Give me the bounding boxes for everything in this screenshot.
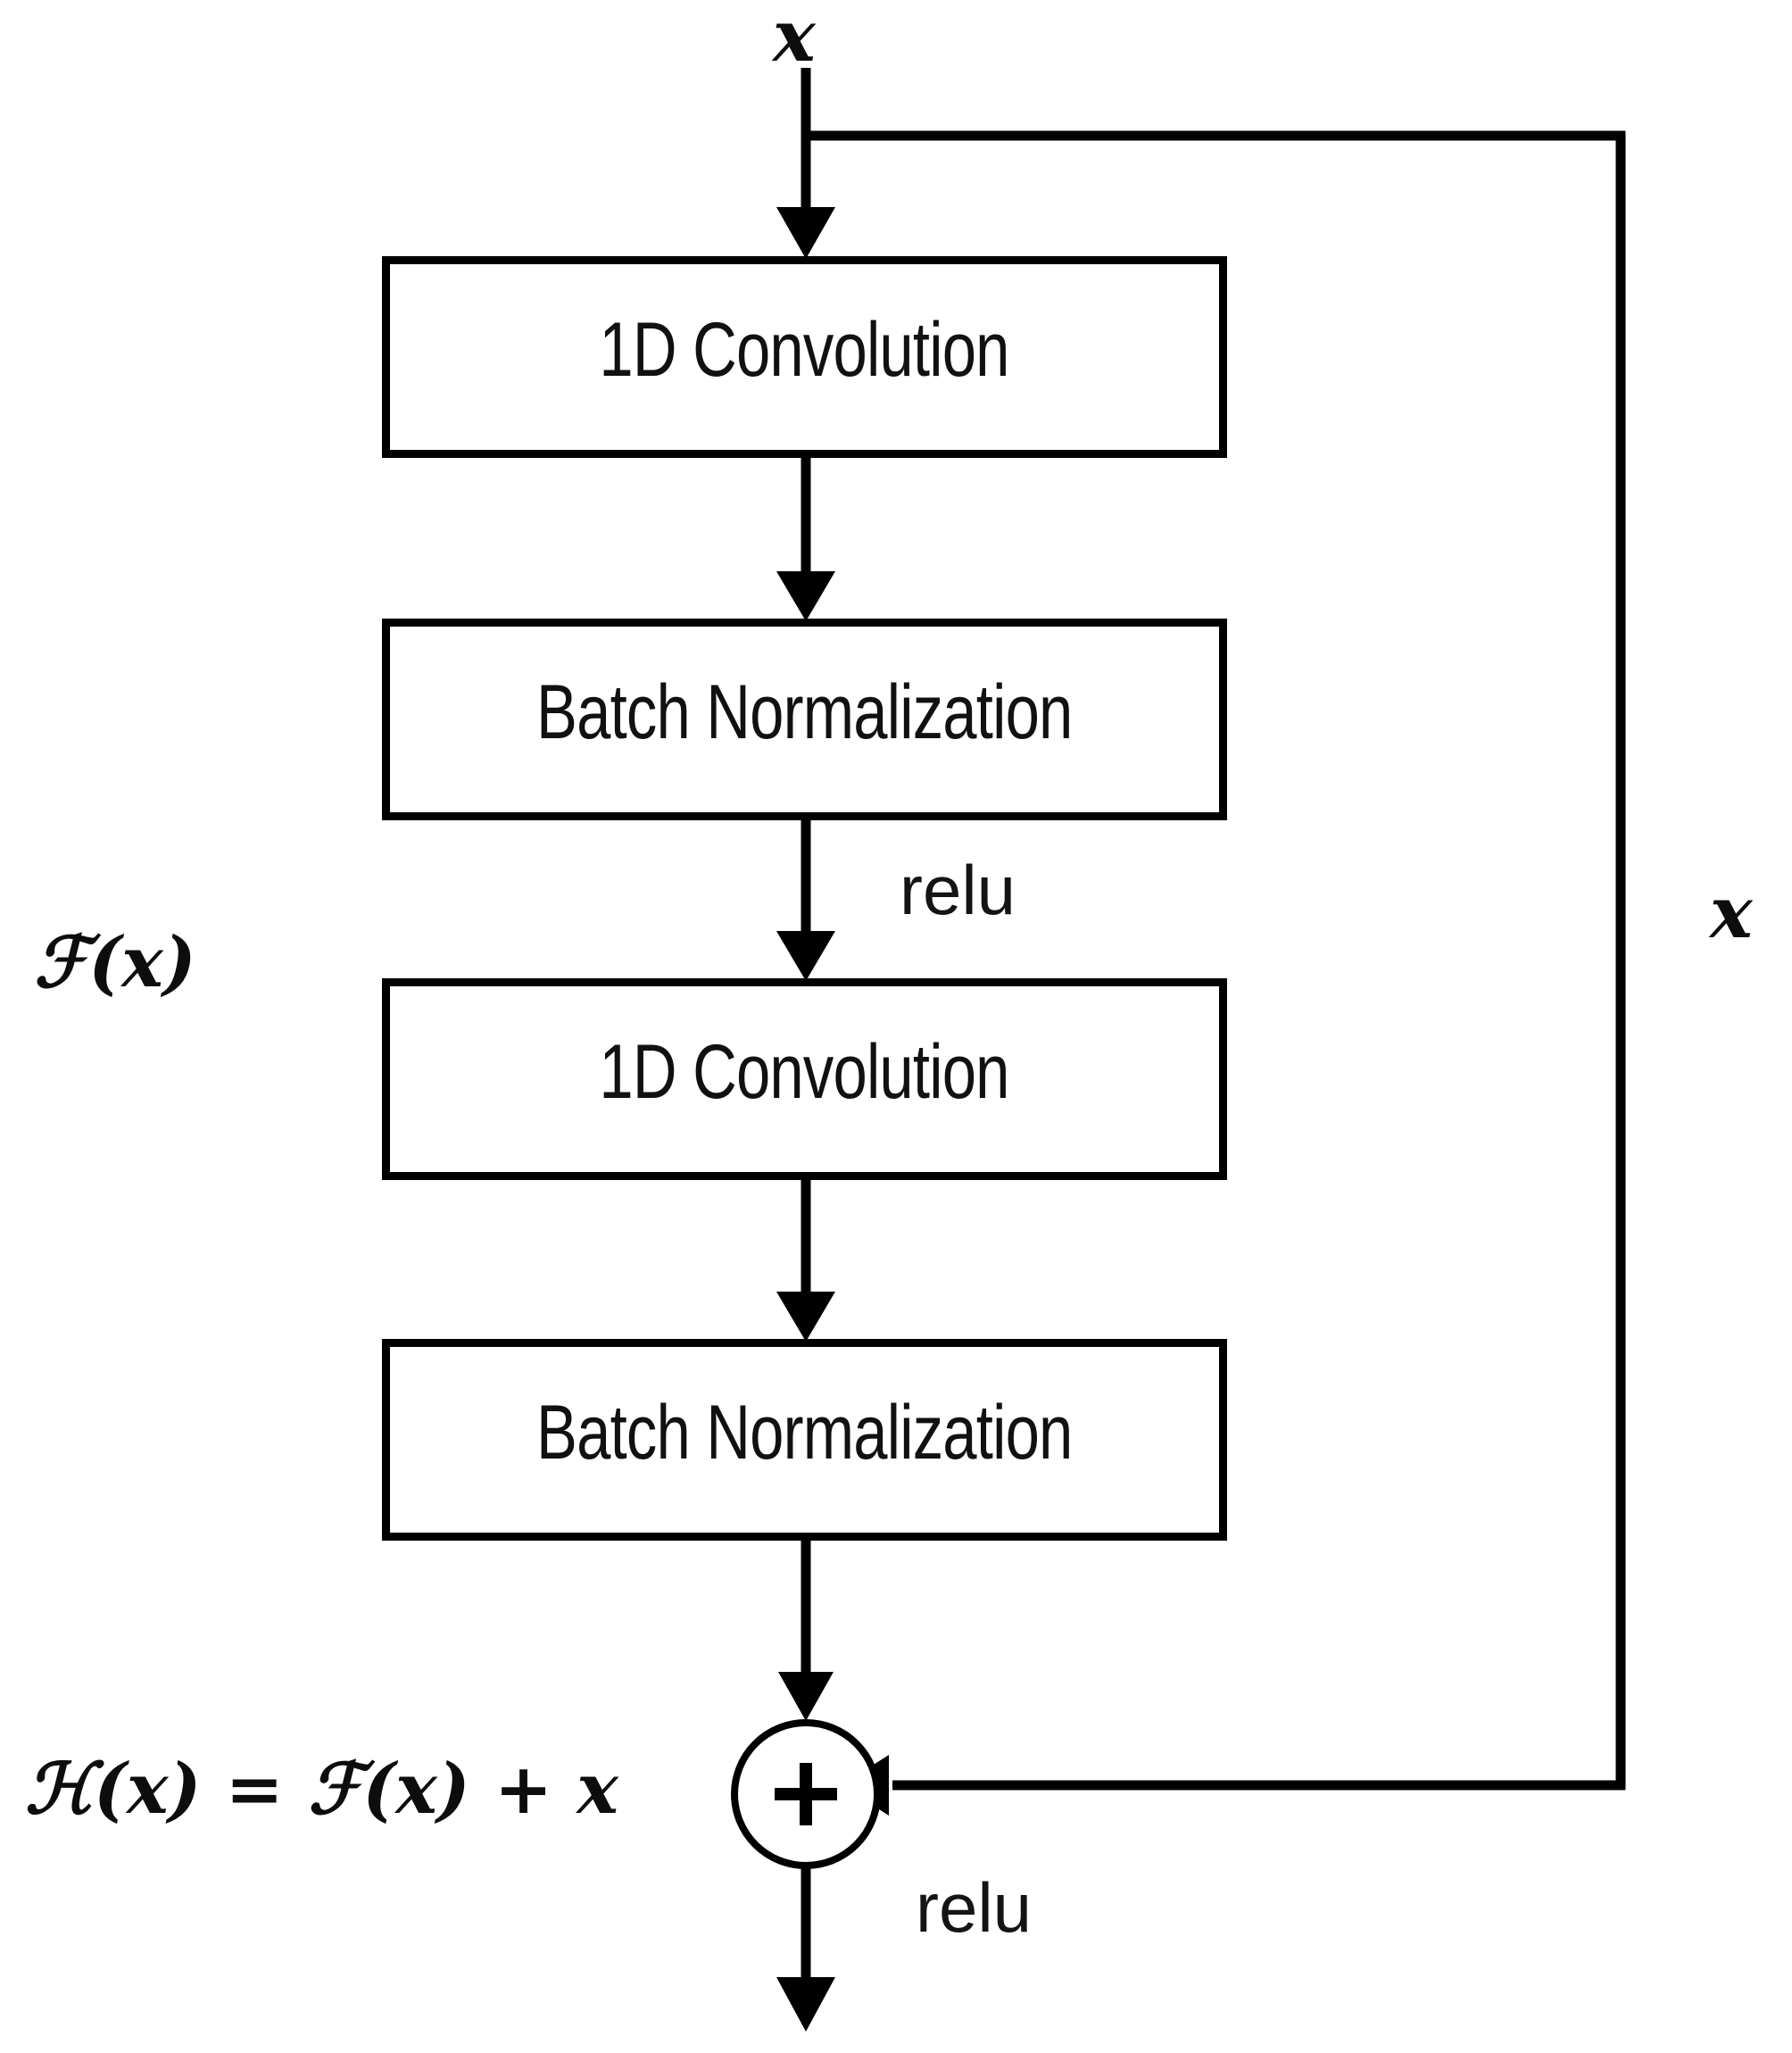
block-batchnorm2-label: Batch Normalization xyxy=(536,1390,1073,1475)
block-conv2[interactable]: 1D Convolution xyxy=(382,978,1227,1180)
block-conv1-label: 1D Convolution xyxy=(599,307,1010,393)
block-conv2-label: 1D Convolution xyxy=(599,1029,1010,1115)
connector-input-to-conv1 xyxy=(776,68,835,259)
input-variable-label: x xyxy=(773,0,816,78)
block-batchnorm1-label: Batch Normalization xyxy=(536,669,1073,755)
connector-skip-branch xyxy=(806,130,1626,1816)
addition-node xyxy=(731,1719,881,1869)
skip-connection-label: x xyxy=(1710,870,1753,954)
relu-label-bottom: relu xyxy=(916,1868,1033,1947)
connector-conv2-to-bn2 xyxy=(776,1180,835,1342)
connector-conv1-to-bn1 xyxy=(776,458,835,621)
block-batchnorm2[interactable]: Batch Normalization xyxy=(382,1339,1227,1541)
connector-bn2-to-adder xyxy=(778,1541,834,1721)
relu-label-middle: relu xyxy=(900,851,1016,929)
block-conv1[interactable]: 1D Convolution xyxy=(382,256,1227,458)
output-function-label: ℋ(x) = ℱ(x) + x xyxy=(25,1749,618,1830)
block-batchnorm1[interactable]: Batch Normalization xyxy=(382,619,1227,820)
connector-bn1-to-conv2 xyxy=(776,820,835,981)
residual-function-label: ℱ(x) xyxy=(34,922,196,1003)
connector-adder-to-output xyxy=(776,1866,835,2032)
